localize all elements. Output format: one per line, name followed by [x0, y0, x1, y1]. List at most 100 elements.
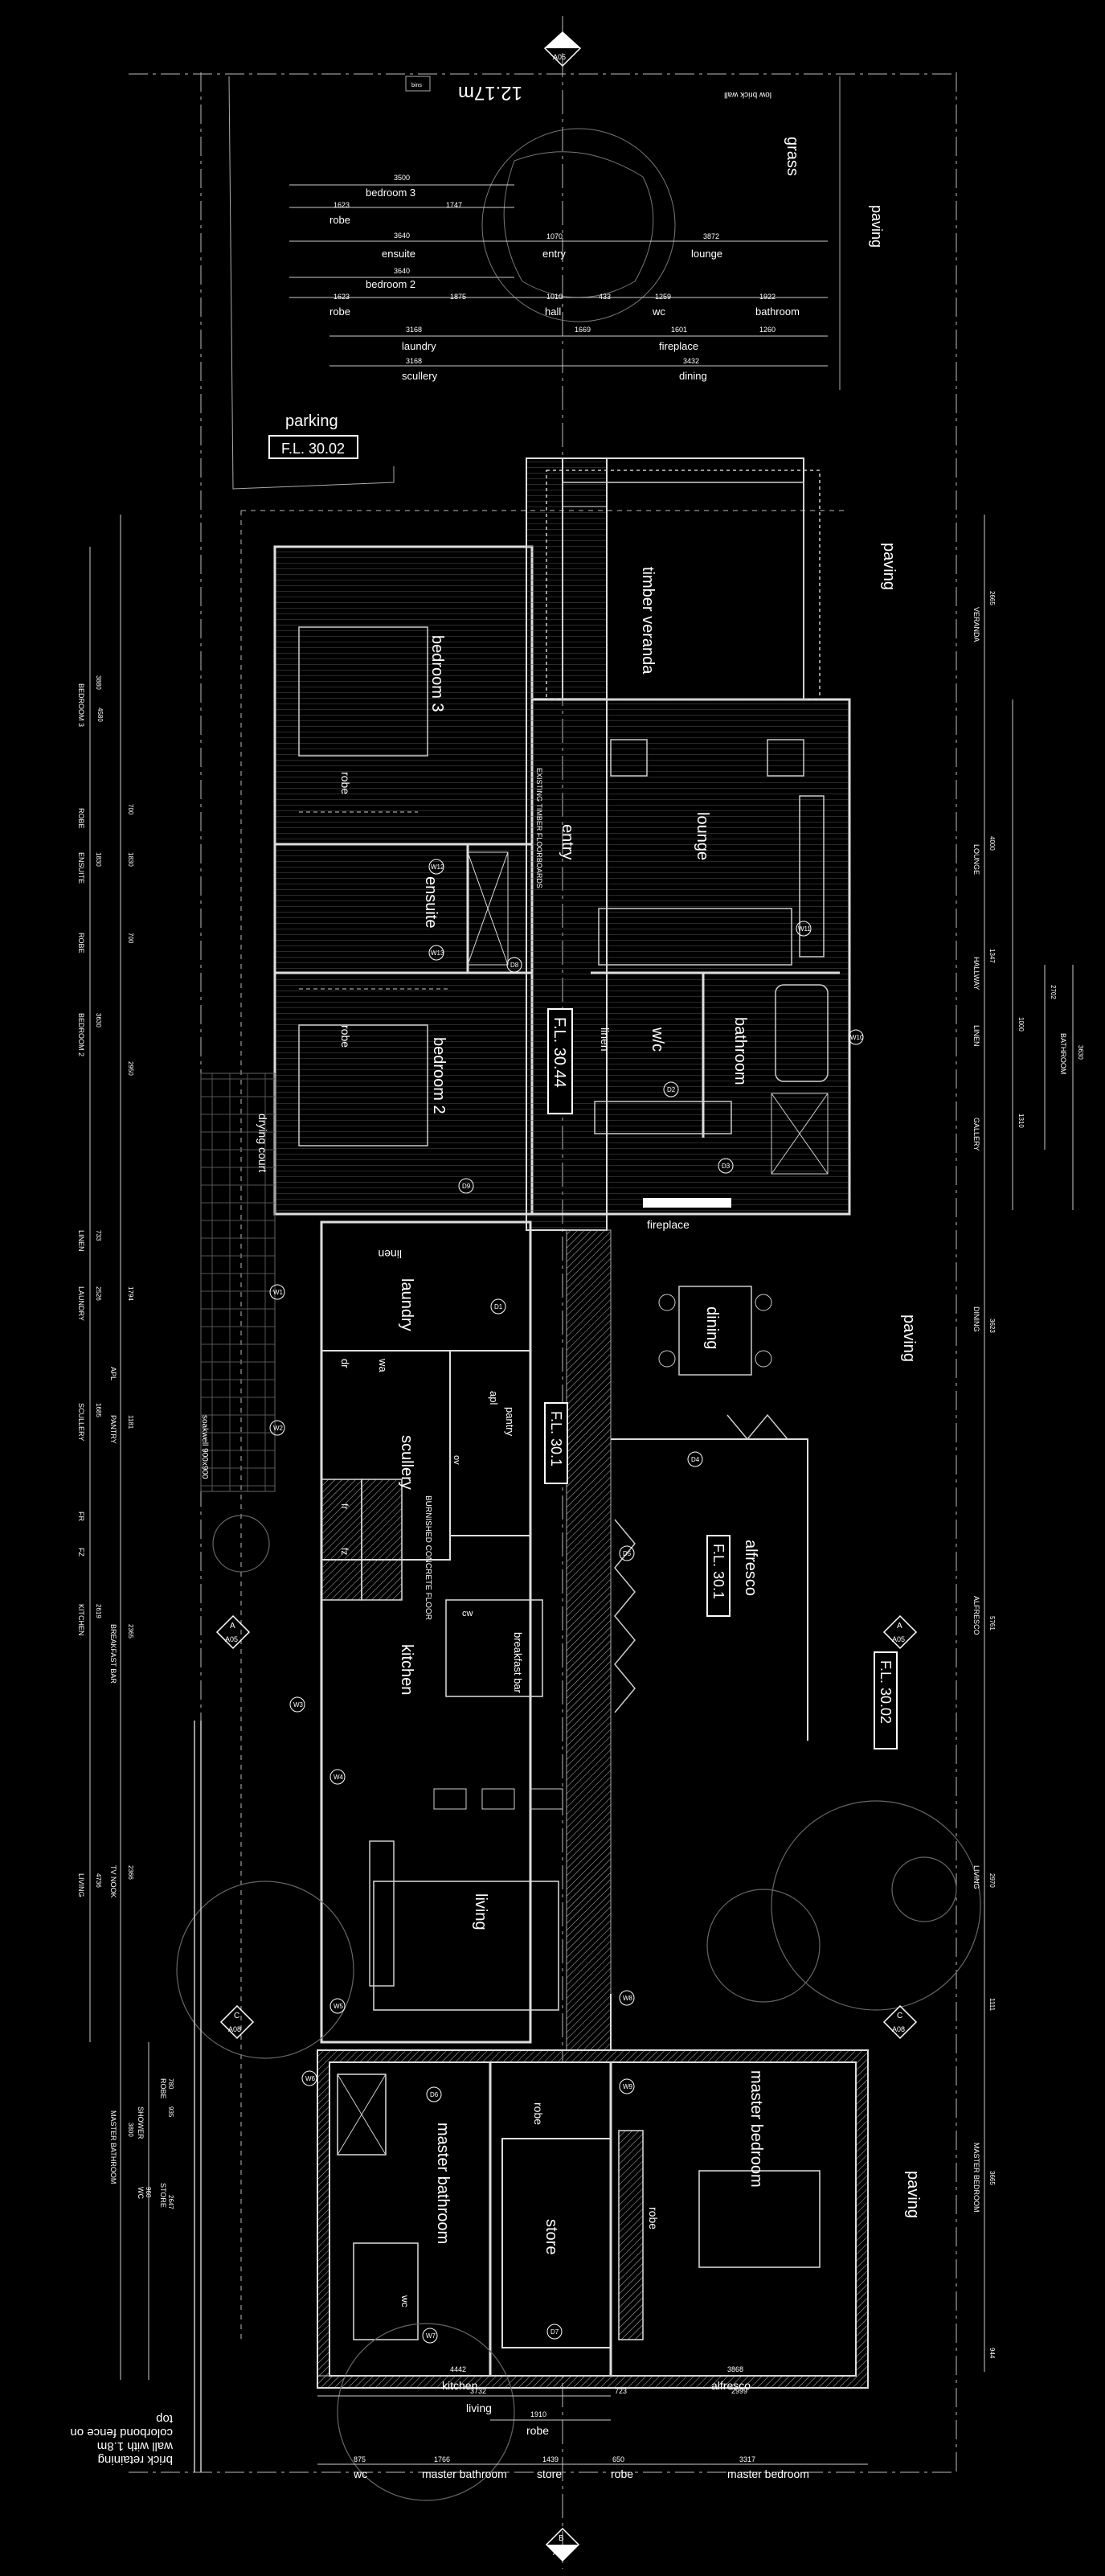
left-num: 2619	[95, 1604, 102, 1618]
left-num: 2365	[127, 1624, 134, 1639]
right-dim-gallery: GALLERY	[972, 1118, 980, 1151]
right-dim-bathroom: BATHROOM	[1059, 1033, 1067, 1074]
svg-text:A08: A08	[892, 2025, 905, 2033]
left-dim-living: LIVING	[77, 1873, 85, 1897]
bottom-label-alfresco: alfresco	[711, 2379, 751, 2392]
left-num: 1181	[127, 1415, 134, 1430]
left-dim-scullery: SCULLERY	[77, 1403, 85, 1441]
left-num: 733	[95, 1230, 102, 1241]
svg-text:F.L. 30.44: F.L. 30.44	[550, 1017, 568, 1088]
left-num: 700	[127, 933, 134, 944]
label-master-bedroom: master bedroom	[747, 2070, 765, 2188]
svg-text:colorbond fence on: colorbond fence on	[70, 2426, 173, 2439]
svg-text:D8: D8	[510, 962, 519, 969]
label-bathroom: bathroom	[731, 1017, 749, 1085]
label-lounge: lounge	[694, 812, 711, 860]
bottom-num: 3317	[739, 2455, 755, 2463]
right-dim-alfresco: ALFRESCO	[972, 1596, 980, 1635]
bottom-num: 650	[612, 2455, 624, 2463]
right-num: 944	[988, 2348, 996, 2359]
left-dim-bedroom3: BEDROOM 3	[77, 683, 85, 727]
bottom-label-store: store	[537, 2467, 562, 2480]
svg-text:wall with 1.8m: wall with 1.8m	[97, 2439, 174, 2453]
label-ov: ov	[452, 1455, 461, 1465]
left-num: 4736	[95, 1873, 102, 1888]
right-num: 2702	[1050, 985, 1057, 999]
svg-text:A08: A08	[228, 2025, 241, 2033]
top-dim-fireplace: fireplace	[659, 340, 698, 352]
top-num: 1669	[575, 326, 591, 334]
top-num: 1070	[546, 232, 563, 240]
right-dim-master-bedroom: MASTER BEDROOM	[972, 2143, 980, 2213]
parking-label: parking	[285, 412, 338, 430]
window-door-tags: W1 W2 W3 W4 W5 W6 W7 W8 W9 W10 W11 W12 W…	[269, 859, 864, 2344]
label-robe-b2: robe	[339, 1025, 352, 1048]
label-wc: w/c	[649, 1027, 666, 1052]
right-num: 1347	[988, 949, 996, 963]
right-dim-dining: DINING	[972, 1306, 980, 1332]
bottom-label-living: living	[466, 2402, 492, 2414]
fl-box-alfresco: F.L. 30.1	[706, 1535, 731, 1617]
label-paving: paving	[900, 1315, 918, 1362]
fl-box-3002: F.L. 30.02	[874, 1651, 898, 1749]
top-dim-dining: dining	[679, 370, 707, 382]
section-marker-a-left: A A05	[215, 1614, 251, 1650]
grass-label: grass	[784, 137, 801, 176]
left-num: 3880	[95, 675, 102, 690]
left-num: 935	[167, 2106, 174, 2118]
label-scullery: scullery	[398, 1435, 415, 1490]
right-dim-hallway: HALLWAY	[972, 957, 980, 990]
svg-text:C: C	[897, 2012, 902, 2020]
right-dim-veranda: VERANDA	[972, 607, 980, 642]
label-paving-master: paving	[904, 2171, 922, 2218]
label-fz: fz	[339, 1548, 350, 1555]
svg-text:D4: D4	[691, 1456, 700, 1463]
left-num: 4580	[96, 708, 104, 722]
bottom-num: 3868	[727, 2365, 743, 2373]
parking-fl-box	[268, 435, 358, 459]
label-alfresco: alfresco	[742, 1540, 759, 1596]
section-marker-a-right: A A05	[882, 1614, 918, 1650]
right-dimension-lines	[984, 515, 1074, 2372]
top-num: 433	[599, 293, 611, 301]
svg-text:W6: W6	[305, 2075, 316, 2082]
bottom-num: 3732	[470, 2387, 486, 2395]
bottom-num: 1439	[542, 2455, 559, 2463]
svg-text:D9: D9	[462, 1183, 471, 1190]
right-num: 4000	[988, 836, 996, 851]
svg-text:F.L. 30.1: F.L. 30.1	[548, 1411, 564, 1466]
top-dim-ensuite: ensuite	[382, 248, 415, 260]
svg-text:W11: W11	[798, 925, 811, 933]
section-marker-top	[543, 31, 582, 68]
svg-text:W8: W8	[623, 1995, 633, 2002]
label-linen2: linen	[378, 1248, 402, 1261]
svg-text:brick retaining: brick retaining	[98, 2453, 173, 2467]
label-kitchen: kitchen	[398, 1644, 415, 1695]
svg-text:W1: W1	[273, 1289, 284, 1296]
left-num: 1830	[127, 852, 134, 867]
svg-text:F.L. 30.1: F.L. 30.1	[710, 1544, 726, 1599]
svg-text:W3: W3	[293, 1701, 304, 1708]
top-num: 3500	[394, 174, 410, 182]
front-yard	[228, 76, 841, 490]
label-dining: dining	[703, 1306, 721, 1349]
left-num: 2366	[127, 1865, 134, 1880]
label-living: living	[472, 1893, 489, 1930]
right-num: 3630	[1077, 1045, 1084, 1060]
left-num: 780	[167, 2078, 174, 2090]
svg-text:D1: D1	[494, 1303, 503, 1311]
svg-text:W10: W10	[850, 1034, 864, 1041]
label-timber-veranda: timber veranda	[639, 567, 657, 675]
right-num: 3665	[988, 2171, 996, 2185]
bottom-label-master-bedroom: master bedroom	[727, 2467, 809, 2480]
top-num: 1623	[334, 201, 350, 209]
svg-text:W9: W9	[623, 2083, 633, 2090]
left-dim-robe2: ROBE	[77, 933, 85, 954]
existing-house	[273, 457, 851, 1231]
left-num: 960	[145, 2187, 152, 2198]
svg-text:B: B	[559, 40, 564, 49]
section-marker-top-label: B A05	[553, 40, 566, 61]
left-num: 3800	[127, 2123, 134, 2137]
top-dim-lounge: lounge	[691, 248, 722, 260]
